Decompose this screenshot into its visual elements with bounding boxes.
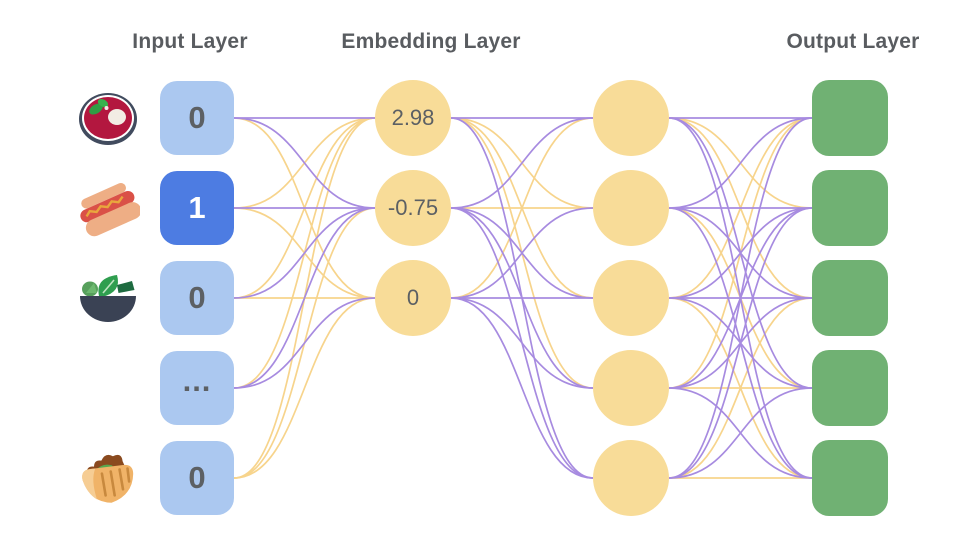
output-node-4 bbox=[812, 350, 888, 426]
hidden-node-1 bbox=[593, 80, 669, 156]
edge-purple bbox=[450, 297, 594, 389]
input-node-value: 1 bbox=[188, 190, 206, 225]
edge-yellow bbox=[668, 297, 813, 479]
edge-purple bbox=[233, 207, 376, 389]
embedding-node-3: 0 bbox=[375, 260, 451, 336]
hidden-node-5 bbox=[593, 440, 669, 516]
input-layer-title: Input Layer bbox=[132, 30, 248, 53]
input-node-ellipsis: ... bbox=[160, 351, 234, 425]
edge-purple bbox=[668, 117, 813, 479]
embedding-node-1: 2.98 bbox=[375, 80, 451, 156]
output-layer-title: Output Layer bbox=[786, 30, 920, 53]
edge-purple bbox=[450, 207, 594, 299]
hotdog-icon bbox=[76, 176, 140, 240]
edge-yellow bbox=[450, 117, 594, 299]
embedding-node-2: -0.75 bbox=[375, 170, 451, 246]
input-node-value: ... bbox=[182, 363, 212, 398]
pita-icon bbox=[76, 446, 140, 510]
borscht-icon bbox=[76, 86, 140, 150]
edge-purple bbox=[233, 207, 376, 299]
salad-icon bbox=[76, 266, 140, 330]
output-node-2 bbox=[812, 170, 888, 246]
output-node-5 bbox=[812, 440, 888, 516]
edge-purple bbox=[233, 117, 376, 209]
input-node-value: 0 bbox=[188, 100, 206, 135]
input-node-value: 0 bbox=[188, 460, 206, 495]
edge-purple bbox=[450, 297, 594, 479]
edge-purple bbox=[668, 207, 813, 479]
input-node-hotdog: 1 bbox=[160, 171, 234, 245]
input-node-value: 0 bbox=[188, 280, 206, 315]
hidden-node-3 bbox=[593, 260, 669, 336]
edge-purple bbox=[668, 207, 813, 299]
embedding-layer-title: Embedding Layer bbox=[341, 30, 521, 53]
embedding-node-value: 0 bbox=[406, 285, 420, 310]
edge-purple bbox=[233, 297, 376, 389]
embedding-node-value: -0.75 bbox=[387, 195, 439, 220]
input-node-borscht: 0 bbox=[160, 81, 234, 155]
edge-purple bbox=[668, 387, 813, 479]
output-node-1 bbox=[812, 80, 888, 156]
input-node-pita: 0 bbox=[160, 441, 234, 515]
hidden-node-4 bbox=[593, 350, 669, 426]
edge-purple bbox=[668, 117, 813, 209]
edge-purple bbox=[450, 117, 594, 209]
input-node-salad: 0 bbox=[160, 261, 234, 335]
hidden-node-2 bbox=[593, 170, 669, 246]
embedding-node-value: 2.98 bbox=[391, 105, 435, 130]
output-node-3 bbox=[812, 260, 888, 336]
edge-yellow bbox=[233, 297, 376, 479]
